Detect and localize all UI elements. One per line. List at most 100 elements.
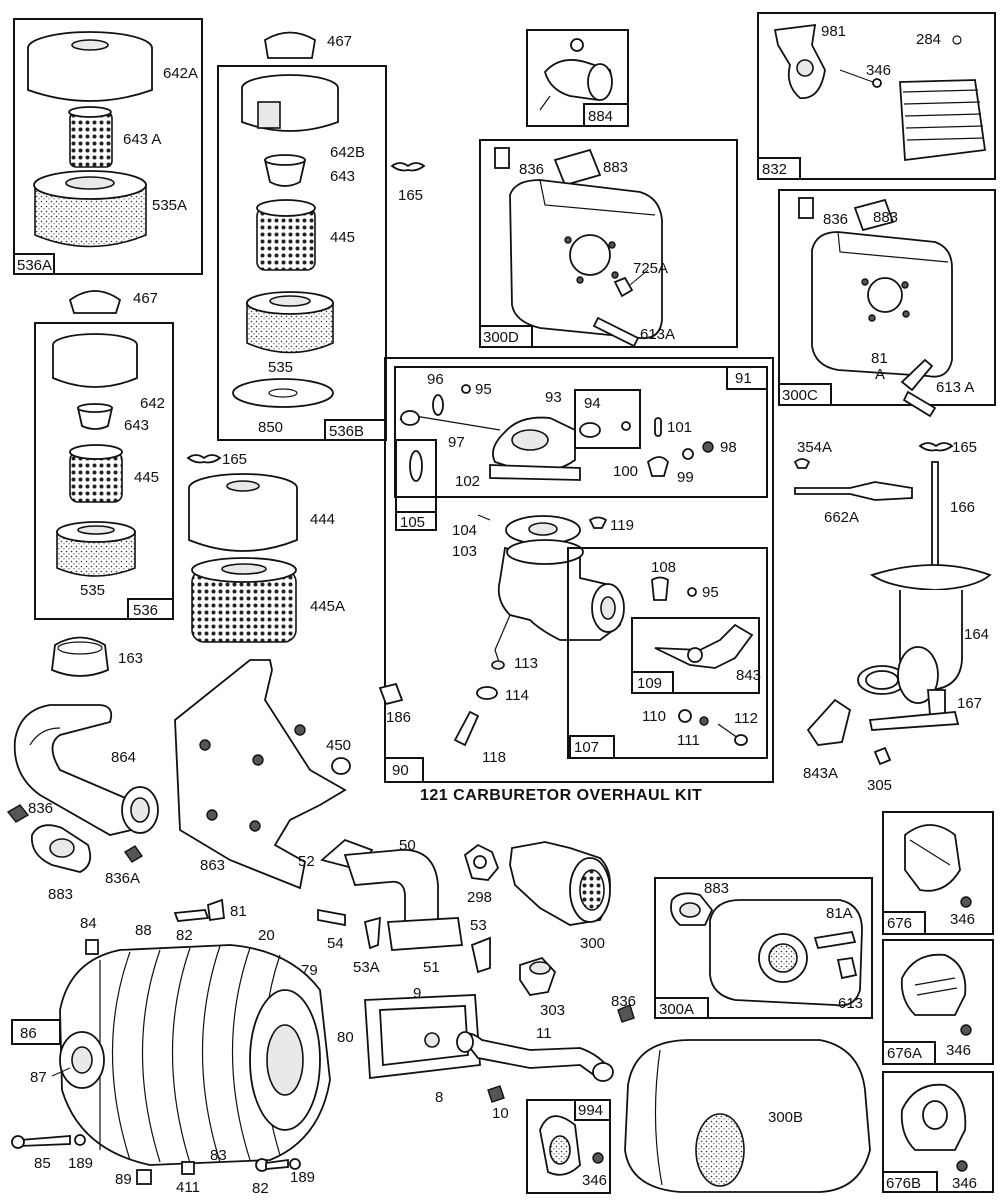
label-836-c: 836 — [28, 800, 53, 817]
label-346-d: 346 — [946, 1042, 971, 1059]
air-cleaner-444-group: 165 444 445A 163 — [51, 451, 345, 677]
label-84: 84 — [80, 915, 97, 932]
baffle-plate-863: 450 863 — [174, 659, 351, 890]
label-305: 305 — [867, 777, 892, 794]
label-536B: 536B — [329, 423, 364, 440]
label-850: 850 — [258, 419, 283, 436]
label-167: 167 — [957, 695, 982, 712]
label-883-d: 883 — [704, 880, 729, 897]
label-98: 98 — [720, 439, 737, 456]
label-354A: 354A — [797, 439, 832, 456]
label-A: A — [875, 366, 885, 383]
label-613A-b: 613 A — [936, 379, 974, 396]
label-643A: 643 A — [123, 131, 161, 148]
label-884: 884 — [588, 108, 613, 125]
label-536A: 536A — [17, 257, 52, 274]
label-82-a: 82 — [176, 927, 193, 944]
screw-836-lower: 836 — [611, 993, 636, 1023]
label-105: 105 — [400, 514, 425, 531]
label-163: 163 — [118, 650, 143, 667]
label-300D: 300D — [483, 329, 519, 346]
label-96: 96 — [427, 371, 444, 388]
label-11: 11 — [536, 1025, 552, 1042]
label-536: 536 — [133, 602, 158, 619]
label-97: 97 — [448, 434, 465, 451]
label-642A: 642A — [163, 65, 198, 82]
label-981: 981 — [821, 23, 846, 40]
label-843: 843 — [736, 667, 761, 684]
air-cleaner-kit-536A: 642A 643 A 535A 536A — [13, 18, 203, 275]
label-166: 166 — [950, 499, 975, 516]
label-346-c: 346 — [950, 911, 975, 928]
label-467-top: 467 — [327, 33, 352, 50]
label-346-b: 346 — [582, 1172, 607, 1189]
dipstick-tube-assembly: 354A 165 662A 166 164 167 843A 305 — [793, 439, 992, 794]
guard-676B: 346 676B — [882, 1071, 994, 1193]
label-95-a: 95 — [475, 381, 492, 398]
label-303: 303 — [540, 1002, 565, 1019]
muffler-300A: 883 81A 613 300A — [654, 877, 873, 1019]
label-836-b: 836 — [823, 211, 848, 228]
label-85: 85 — [34, 1155, 51, 1172]
label-836-d: 836 — [611, 993, 636, 1010]
label-535-a: 535 — [268, 359, 293, 376]
label-118: 118 — [482, 749, 506, 766]
label-346-e: 346 — [952, 1175, 977, 1192]
label-643-a: 643 — [330, 168, 355, 185]
label-99: 99 — [677, 469, 694, 486]
label-109: 109 — [637, 675, 662, 692]
label-80: 80 — [337, 1029, 354, 1046]
engine-block-assembly: 84 88 82 81 20 79 86 87 85 189 83 89 411 — [11, 898, 331, 1197]
label-300C: 300C — [782, 387, 818, 404]
label-81-b: 81 — [230, 903, 247, 920]
muffler-300C: 836 883 81 A 613 A 300C — [778, 189, 996, 418]
screen-643A — [69, 111, 113, 168]
label-81A: 81A — [826, 905, 853, 922]
label-864: 864 — [111, 749, 136, 766]
label-165-c: 165 — [952, 439, 977, 456]
guard-676: 346 676 — [882, 811, 994, 935]
label-95-b: 95 — [702, 584, 719, 601]
label-53: 53 — [470, 917, 487, 934]
label-82-b: 82 — [252, 1180, 269, 1197]
label-643-b: 643 — [124, 417, 149, 434]
label-676A: 676A — [887, 1045, 922, 1062]
label-411: 411 — [176, 1179, 200, 1196]
kit-994: 994 346 — [526, 1099, 611, 1194]
label-676B: 676B — [886, 1175, 921, 1192]
label-165-b: 165 — [222, 451, 247, 468]
label-189-b: 189 — [290, 1169, 315, 1186]
label-642B: 642B — [330, 144, 365, 161]
label-52: 52 — [298, 853, 315, 870]
label-164: 164 — [964, 626, 989, 643]
label-883-c: 883 — [48, 886, 73, 903]
muffler-300B: 300B — [624, 1039, 871, 1193]
label-10: 10 — [492, 1105, 509, 1122]
label-535-b: 535 — [80, 582, 105, 599]
label-86: 86 — [20, 1025, 37, 1042]
label-676: 676 — [887, 915, 912, 932]
label-725A: 725A — [633, 260, 668, 277]
label-535A: 535A — [152, 197, 187, 214]
label-467-b: 467 — [133, 290, 158, 307]
label-114: 114 — [505, 687, 529, 704]
label-300B: 300B — [768, 1109, 803, 1126]
label-88: 88 — [135, 922, 152, 939]
label-346-a: 346 — [866, 62, 891, 79]
label-165-a: 165 — [398, 187, 423, 204]
label-9: 9 — [413, 985, 421, 1002]
label-613A-a: 613A — [640, 326, 675, 343]
air-cleaner-kit-536B: 467 642B 643 445 535 850 536B — [217, 31, 387, 441]
label-50: 50 — [399, 837, 416, 854]
label-445-b: 445 — [134, 469, 159, 486]
label-83: 83 — [210, 1147, 227, 1164]
label-53A: 53A — [353, 959, 380, 976]
label-100: 100 — [613, 463, 638, 480]
kit-832: 981 284 346 832 — [757, 12, 996, 180]
label-81: 81 — [871, 350, 888, 367]
label-93: 93 — [545, 389, 562, 406]
label-994: 994 — [578, 1102, 603, 1119]
exhaust-deflector-298-300: 298 300 303 — [463, 841, 611, 1019]
label-113: 113 — [514, 655, 538, 672]
label-111: 111 — [677, 732, 700, 749]
